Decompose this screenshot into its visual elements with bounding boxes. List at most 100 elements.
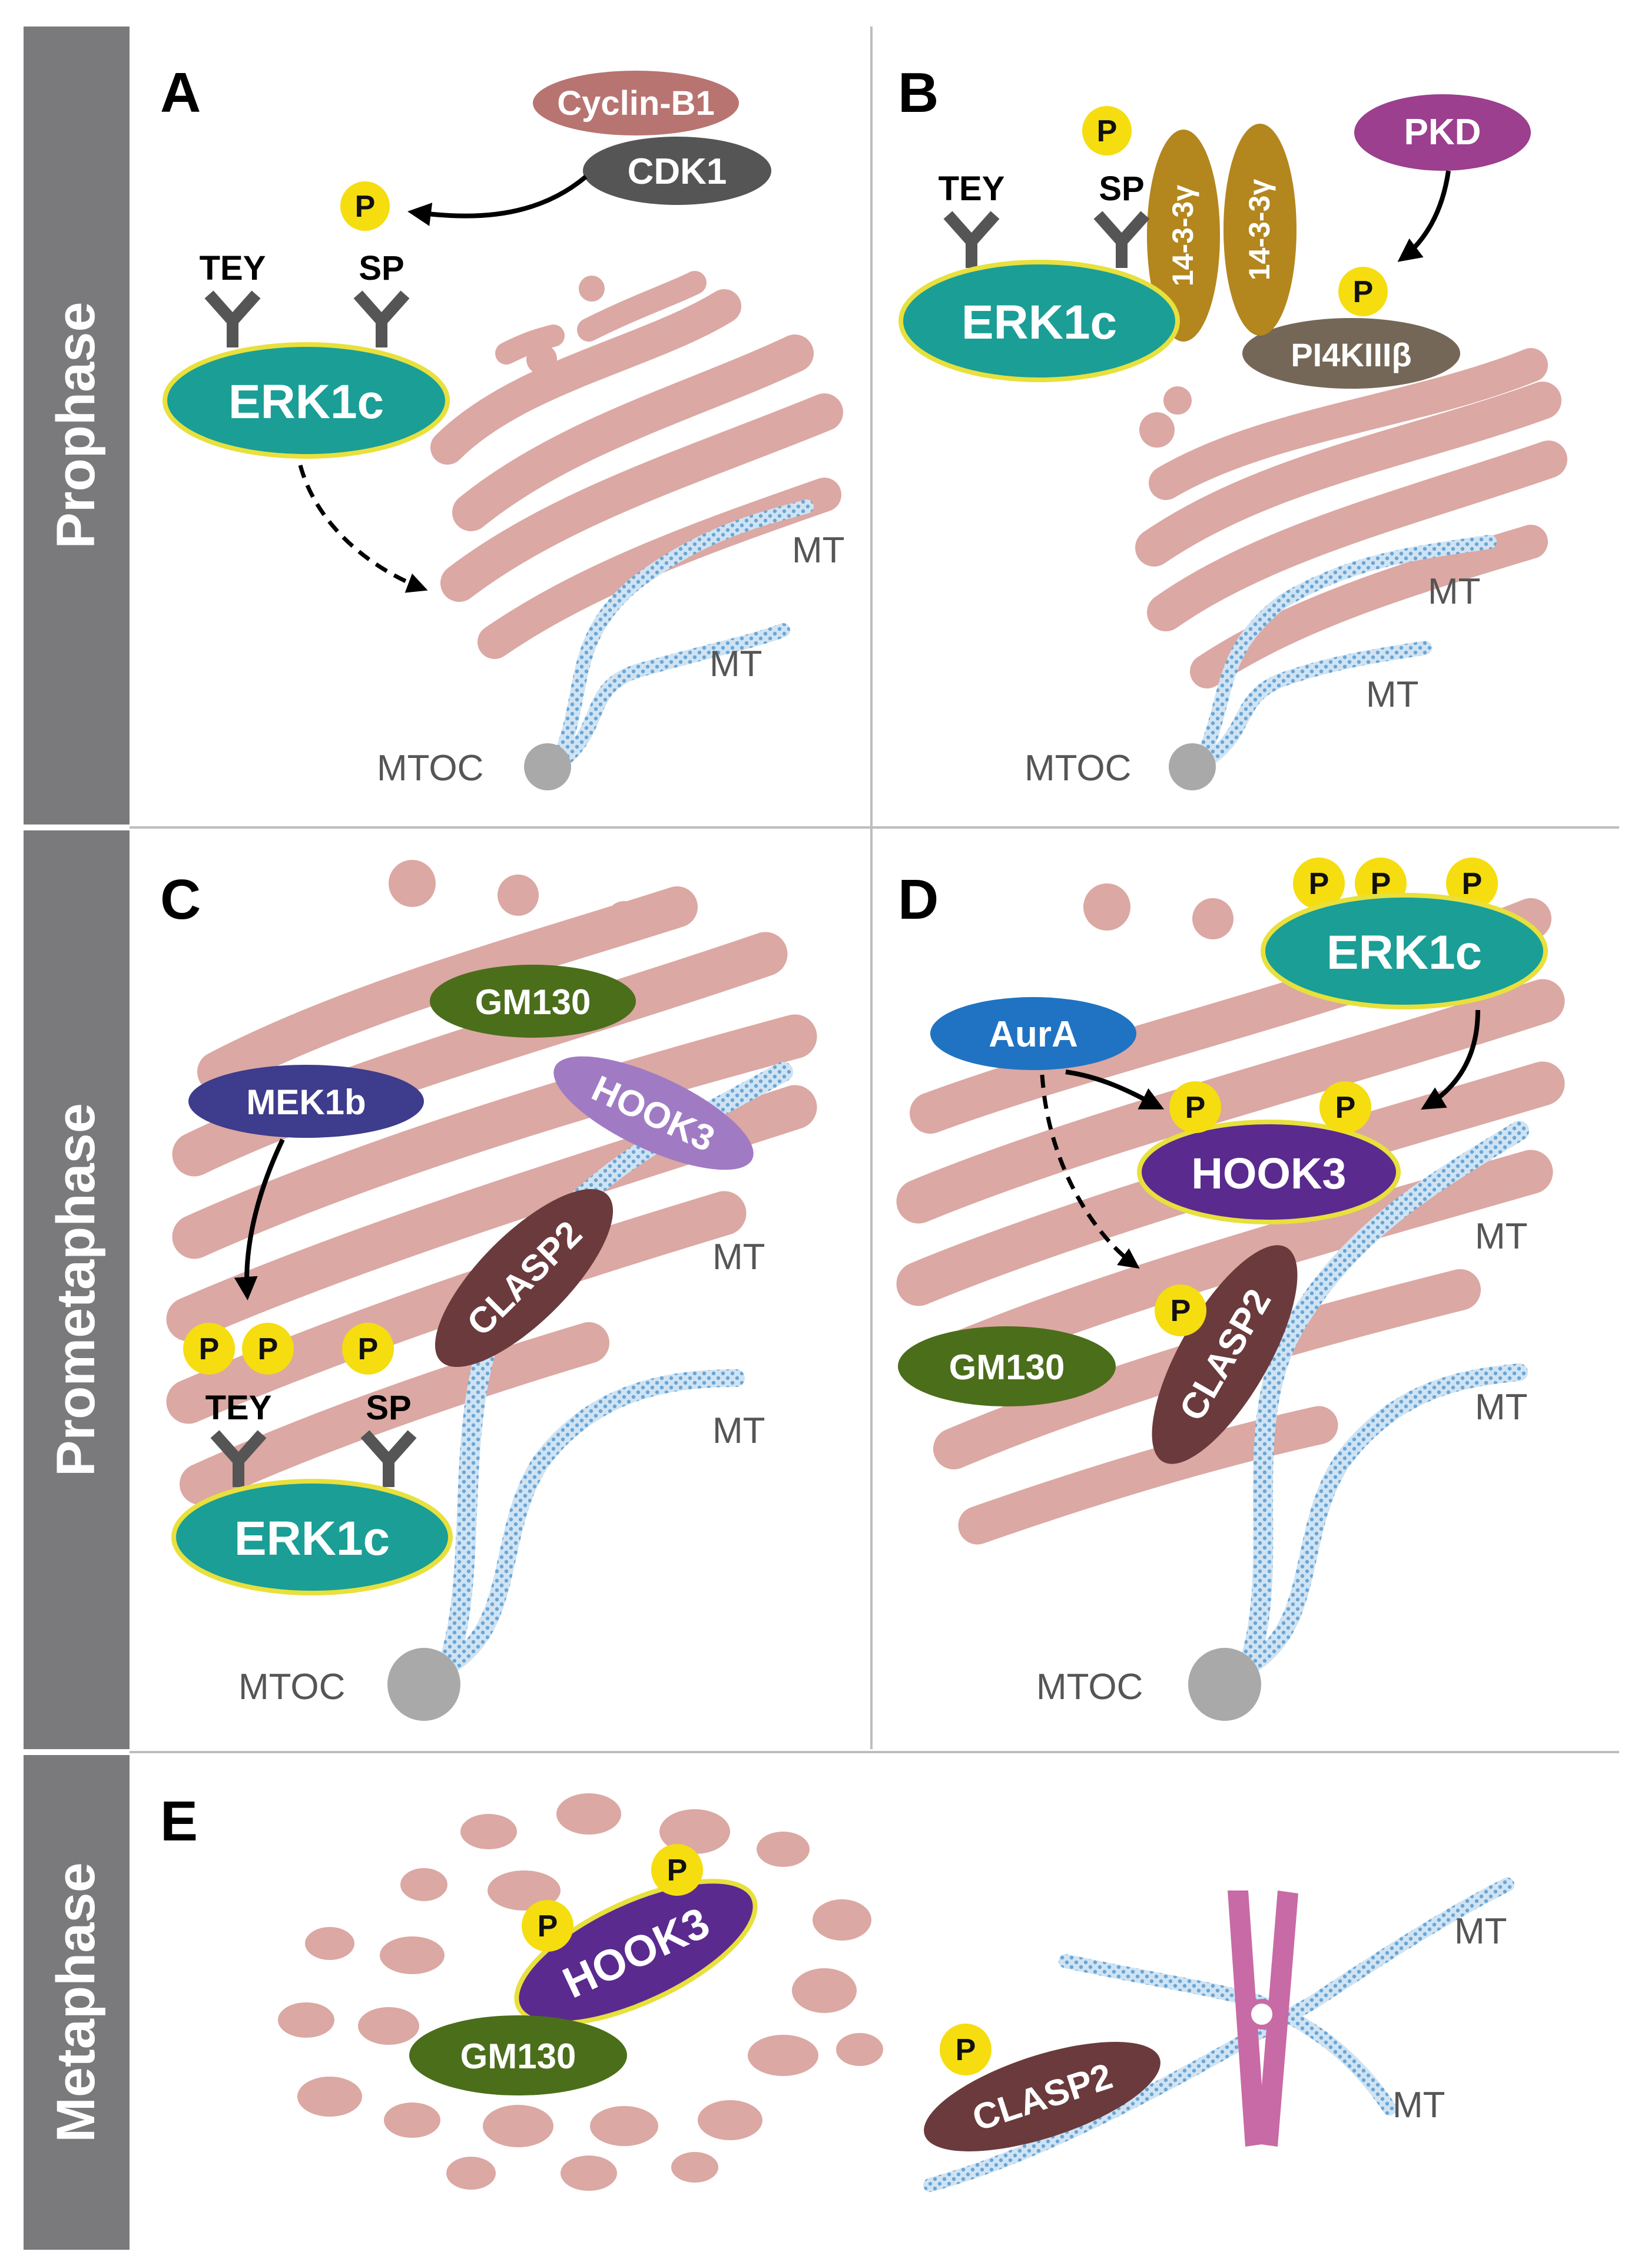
- golgi-vesicle: [389, 860, 436, 907]
- phospho-p: [1082, 106, 1132, 155]
- mek1b: [188, 1065, 424, 1138]
- phosphorylation-arrow: [234, 1138, 285, 1300]
- phospho-p: [1293, 857, 1345, 909]
- erk1c: [163, 342, 450, 459]
- microtubule: [1239, 1363, 1528, 1676]
- gm130-label: GM130: [949, 1347, 1065, 1387]
- sp-label: SP: [1099, 170, 1144, 208]
- mtoc-label: MTOC: [377, 748, 483, 789]
- golgi-stack: [1135, 348, 1567, 688]
- mtoc: [387, 1648, 460, 1721]
- phospho-p-label: P: [1353, 275, 1374, 309]
- phospho-p: [1169, 1081, 1221, 1133]
- mt-label: MT: [1475, 1216, 1528, 1257]
- tey-site: [204, 290, 261, 347]
- cyclin-b1-label: Cyclin-B1: [557, 84, 715, 122]
- panel-label-e: E: [160, 1790, 198, 1853]
- erk1c-label: ERK1c: [1327, 926, 1482, 979]
- 14-3-3-gamma-label: 14-3-3γ: [1243, 179, 1276, 281]
- mtoc: [1188, 1648, 1261, 1721]
- aura: [930, 997, 1136, 1070]
- microtubule: [1191, 535, 1497, 773]
- hook3: [1137, 1120, 1401, 1224]
- tey-site: [943, 211, 1000, 268]
- cdk1: [583, 137, 771, 205]
- phospho-p: [242, 1323, 294, 1375]
- gm130: [430, 965, 636, 1038]
- pkd: [1354, 94, 1531, 171]
- phospho-p: [342, 1323, 394, 1375]
- mt-label: MT: [1428, 571, 1481, 612]
- translocation-arrow: [1040, 1074, 1140, 1269]
- phospho-p-label: P: [258, 1332, 278, 1366]
- erk1c-label: ERK1c: [234, 1512, 390, 1565]
- phospho-p-label: P: [358, 1332, 379, 1366]
- phospho-p: [1338, 267, 1388, 316]
- phospho-p-label: P: [1462, 867, 1483, 901]
- cyclin-b1: [533, 71, 739, 135]
- pkd-label: PKD: [1404, 112, 1481, 153]
- phospho-p: [1319, 1081, 1371, 1133]
- gm130-label: GM130: [475, 982, 591, 1022]
- stage-label-prophase: Prophase: [46, 302, 106, 548]
- mt-label: MT: [792, 530, 845, 571]
- golgi-vesicle: [1083, 883, 1130, 931]
- mtoc-label: MTOC: [238, 1667, 345, 1707]
- phospho-p: [340, 181, 390, 231]
- fragmented-golgi: [278, 1793, 883, 2191]
- mt-label: MT: [712, 1237, 765, 1277]
- phospho-p: [651, 1844, 703, 1896]
- hook3-label: HOOK3: [1191, 1149, 1346, 1198]
- phospho-p: [940, 2024, 992, 2075]
- phospho-p-label: P: [1335, 1091, 1356, 1125]
- microtubule: [1238, 1121, 1529, 1677]
- translocation-arrow: [298, 465, 428, 593]
- mt-label: MT: [1454, 1911, 1507, 1952]
- erk1c: [171, 1479, 453, 1595]
- erk1c-label: ERK1c: [228, 375, 384, 429]
- panel-a: A MTOC MT MT Cyclin-B1 CDK1 P TEY SP ERK…: [160, 61, 845, 790]
- microtubule: [439, 1369, 745, 1676]
- panel-d: D MTOC MT MT P P P ERK1c AurA HOOK3: [896, 857, 1565, 1721]
- mt-label: MT: [712, 1411, 765, 1451]
- panel-label-c: C: [160, 868, 201, 931]
- phosphorylation-arrow: [1065, 1070, 1165, 1110]
- chromosome: [1228, 1890, 1298, 2147]
- golgi-vesicle: [579, 276, 605, 302]
- pi4kiiib-label: PI4KIIIβ: [1291, 336, 1411, 373]
- mtoc-label: MTOC: [1024, 748, 1131, 789]
- erk1c-label: ERK1c: [961, 296, 1117, 349]
- mtoc: [524, 743, 571, 790]
- stage-label-metaphase: Metaphase: [46, 1862, 106, 2143]
- panel-label-d: D: [898, 868, 939, 931]
- sp-site: [353, 290, 410, 347]
- tey-label: TEY: [205, 1389, 272, 1427]
- phospho-p: [1446, 857, 1498, 909]
- panel-grid: [130, 27, 1619, 1753]
- mt-label: MT: [1475, 1387, 1528, 1428]
- sidebar-prophase: [24, 27, 130, 825]
- microtubule: [549, 499, 814, 773]
- golgi-vesicle: [526, 344, 557, 375]
- stage-label-prometaphase: Prometaphase: [46, 1103, 106, 1476]
- pi4kiiib: [1242, 318, 1460, 389]
- gm130-label: GM130: [460, 2037, 576, 2076]
- stage-sidebar: Prophase Prometaphase Metaphase: [24, 27, 130, 2250]
- 14-3-3-gamma: [1223, 124, 1297, 336]
- phosphorylation-arrow: [1397, 170, 1451, 262]
- panel-label-a: A: [160, 61, 201, 124]
- cdk1-label: CDK1: [628, 151, 727, 192]
- 14-3-3-gamma: [1147, 130, 1220, 342]
- phospho-p-label: P: [199, 1332, 220, 1366]
- sp-label: SP: [359, 249, 404, 287]
- phospho-p: [1155, 1284, 1206, 1336]
- tey-site: [210, 1430, 267, 1487]
- phospho-p-label: P: [538, 1909, 558, 1943]
- golgi-vesicle: [606, 901, 642, 936]
- mt-label: MT: [1392, 2085, 1445, 2125]
- sidebar-metaphase: [24, 1755, 130, 2250]
- sp-label: SP: [366, 1389, 411, 1427]
- phospho-p-label: P: [667, 1853, 688, 1888]
- microtubule: [1191, 641, 1432, 773]
